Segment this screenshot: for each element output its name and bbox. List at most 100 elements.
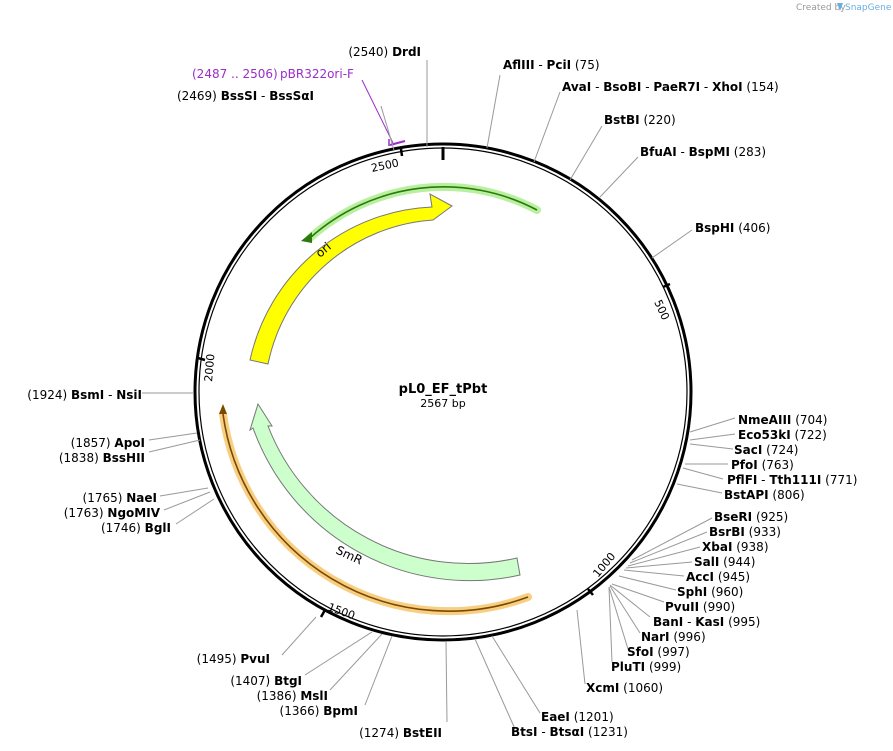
site-bgli[interactable]: (1746) BglI [101, 498, 215, 535]
site-label: PluTI (999) [611, 660, 681, 674]
site-label: (1857) ApoI [71, 436, 145, 450]
site-apoi[interactable]: (1857) ApoI [71, 432, 198, 450]
site-btsi-btsαi[interactable]: BtsI - BtsαI (1231) [474, 638, 628, 739]
site-eco53ki[interactable]: Eco53kI (722) [689, 428, 827, 442]
site-leader-line [631, 517, 713, 561]
site-enzyme: BspMI [689, 145, 730, 159]
site-position: (938) [736, 540, 768, 554]
site-position: (1746) [101, 521, 141, 535]
site-label: NmeAIII (704) [738, 413, 827, 427]
site-position: (704) [795, 413, 827, 427]
site-enzyme: BstBI [604, 113, 640, 127]
site-leader-line [651, 229, 693, 259]
site-label: Eco53kI (722) [738, 428, 827, 442]
snapgene-logo: SnapGene [837, 3, 892, 13]
site-bpmi[interactable]: (1366) BpmI [280, 635, 393, 718]
site-position: (960) [711, 585, 743, 599]
site-position: (763) [762, 458, 794, 472]
site-sphi[interactable]: SphI (960) [618, 575, 743, 599]
site-leader-line [689, 417, 736, 433]
primer-name: pBR322ori-F [280, 67, 354, 81]
site-label: PvuII (990) [665, 600, 735, 614]
site-ngomiv[interactable]: (1763) NgoMIV [64, 491, 211, 520]
site-eaei[interactable]: EaeI (1201) [491, 635, 614, 724]
site-enzyme: SacI [734, 443, 762, 457]
site-acci[interactable]: AccI (945) [623, 569, 750, 584]
site-leader-line [599, 156, 639, 198]
site-enzyme: BsmI [71, 388, 104, 402]
site-position: (945) [718, 570, 750, 584]
site-label: AflIII - PciI (75) [503, 58, 600, 72]
site-leader-line [623, 569, 685, 577]
site-position: (75) [575, 58, 600, 72]
site-bsssi-bsssαi[interactable]: (2469) BssSI - BssSαI [177, 89, 395, 151]
site-enzyme: NsiI [116, 388, 142, 402]
primer-pbr322ori-f[interactable]: (2487 .. 2506) pBR322ori-F [192, 67, 406, 146]
site-pvuii[interactable]: PvuII (990) [611, 583, 735, 614]
site-pfoi[interactable]: PfoI (763) [685, 458, 794, 472]
site-bsrbi[interactable]: BsrBI (933) [629, 525, 781, 564]
site-enzyme: BstAPI [724, 488, 769, 502]
site-enzyme: SalI [694, 555, 719, 569]
site-bfuai-bspmi[interactable]: BfuAI - BspMI (283) [599, 145, 766, 198]
feature-ori[interactable]: ori [249, 193, 453, 365]
site-leader-line [380, 105, 395, 151]
site-sali[interactable]: SalI (944) [625, 555, 755, 569]
site-saci[interactable]: SacI (724) [689, 443, 798, 457]
site-bsshii[interactable]: (1838) BssHII [59, 439, 201, 465]
site-afliii-pcii[interactable]: AflIII - PciI (75) [486, 58, 600, 149]
site-avai-bsobi-paer7i-xhoi[interactable]: AvaI - BsoBI - PaeR7I - XhoI (154) [533, 80, 779, 163]
site-nmeaiii[interactable]: NmeAIII (704) [689, 413, 827, 433]
site-bstbi[interactable]: BstBI (220) [569, 113, 676, 181]
site-leader-line [625, 561, 693, 569]
site-leader-line [576, 609, 586, 685]
site-enzyme: NgoMIV [107, 506, 160, 520]
site-naei[interactable]: (1765) NaeI [83, 487, 209, 505]
site-enzyme: BanI [653, 615, 683, 629]
site-xcmi[interactable]: XcmI (1060) [576, 609, 663, 695]
site-position: (771) [825, 473, 857, 487]
site-leader-line [533, 91, 561, 163]
site-xbai[interactable]: XbaI (938) [627, 540, 769, 567]
feature-smr[interactable]: SmR [249, 402, 521, 582]
site-position: (925) [756, 510, 788, 524]
site-bsmi-nsii[interactable]: (1924) BsmI - NsiI [27, 388, 194, 402]
tick-2500 [399, 148, 404, 157]
site-label: BseRI (925) [714, 510, 788, 524]
site-enzyme: BssSI [221, 89, 258, 103]
site-enzyme: Tth111I [769, 473, 821, 487]
site-bseri[interactable]: BseRI (925) [631, 510, 788, 561]
site-enzyme: KasI [695, 615, 724, 629]
site-pflfi-tth111i[interactable]: PflFI - Tth111I (771) [682, 467, 857, 487]
site-label: BstBI (220) [604, 113, 676, 127]
site-drdi[interactable]: (2540) DrdI [348, 45, 428, 147]
site-msli[interactable]: (1386) MslI [257, 633, 383, 703]
site-sfoi[interactable]: SfoI (997) [608, 586, 690, 659]
site-pluti[interactable]: PluTI (999) [608, 586, 681, 674]
site-bsteii[interactable]: (1274) BstEII [359, 640, 448, 740]
site-nari[interactable]: NarI (996) [609, 585, 706, 644]
site-enzyme: BseRI [714, 510, 752, 524]
site-position: (1060) [623, 681, 663, 695]
site-position: (1495) [197, 652, 237, 666]
site-enzyme: XcmI [586, 681, 619, 695]
site-label: NarI (996) [641, 630, 706, 644]
site-bstapi[interactable]: BstAPI (806) [676, 483, 805, 502]
site-leader-line [491, 635, 541, 714]
site-pvui[interactable]: (1495) PvuI [197, 616, 317, 666]
site-bsphi[interactable]: BspHI (406) [651, 221, 771, 259]
site-leader-line [609, 584, 651, 618]
credit-brand: SnapGene [845, 3, 892, 13]
site-enzyme: AflIII [503, 58, 535, 72]
site-position: (283) [734, 145, 766, 159]
site-enzyme: AccI [686, 570, 714, 584]
site-label: SfoI (997) [627, 645, 690, 659]
site-bani-kasi[interactable]: BanI - KasI (995) [609, 584, 760, 629]
site-label: BanI - KasI (995) [653, 615, 760, 629]
site-enzyme: NmeAIII [738, 413, 791, 427]
site-leader-line [445, 640, 448, 723]
site-label: AccI (945) [686, 570, 750, 584]
site-leader-line [474, 638, 516, 730]
site-enzyme: BglI [145, 521, 171, 535]
site-btgi[interactable]: (1407) BtgI [230, 631, 373, 688]
